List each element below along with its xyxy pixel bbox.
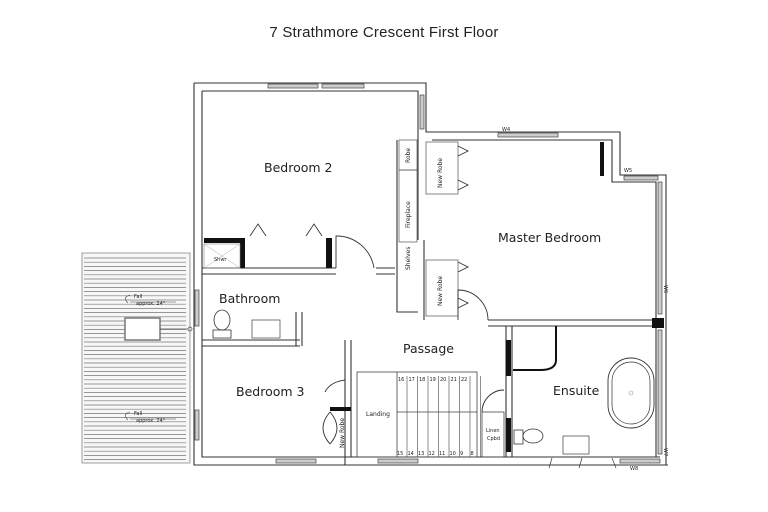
stair-number: 14	[408, 451, 414, 457]
shower-label: Shwr	[214, 257, 227, 263]
window-label: W4	[502, 127, 510, 133]
stair-number: 21	[451, 377, 457, 383]
door-swing	[481, 389, 505, 413]
robe-doors	[457, 145, 470, 309]
shower-screen	[513, 326, 557, 371]
robe-label: Robe	[405, 148, 412, 163]
new-robe-box	[425, 141, 459, 195]
room-label-bedroom-2: Bedroom 2	[264, 160, 332, 175]
stair-number: 12	[429, 451, 435, 457]
room-label-master-bedroom: Master Bedroom	[498, 230, 601, 245]
wall-solid	[330, 407, 351, 411]
shelves-label: Shelves	[405, 247, 412, 270]
stair-number: 8	[471, 451, 474, 457]
wall-solid	[240, 238, 245, 268]
landing-label: Landing	[366, 411, 390, 418]
robe-doors	[322, 411, 338, 445]
stair-number: 18	[419, 377, 425, 383]
wall-solid	[506, 418, 511, 452]
door-swing	[324, 379, 346, 393]
room-label-passage: Passage	[403, 341, 454, 356]
wall-solid	[204, 238, 244, 243]
fall-angle: approx. 24°	[136, 301, 166, 307]
new-robe-label: New Robe	[339, 418, 346, 448]
linen-cupboard	[481, 411, 505, 458]
fall-label: Fall	[134, 294, 142, 300]
toilet-icon	[522, 428, 544, 444]
fireplace-box	[398, 169, 418, 243]
fall-arrow-icon	[125, 411, 131, 421]
windows: W4 W5 W6 W7 W8	[194, 83, 668, 472]
stair-number: 10	[450, 451, 456, 457]
stair-number: 17	[409, 377, 415, 383]
fall-angle: approx. 24°	[136, 418, 166, 424]
window-label: W7	[662, 448, 668, 456]
wall-solid	[600, 142, 604, 176]
room-label-bedroom-3: Bedroom 3	[236, 384, 304, 399]
robe-doors	[249, 223, 323, 237]
wall-solid	[326, 238, 332, 268]
linen-label: Linen	[486, 428, 500, 434]
walls	[193, 82, 668, 466]
room-labels: Bedroom 2 Master Bedroom Bathroom Passag…	[219, 160, 601, 399]
new-robe-label: New Robe	[437, 276, 444, 306]
door-swing	[457, 289, 489, 321]
window-label: W8	[630, 466, 638, 472]
basin-icon	[562, 435, 590, 455]
window-label: W5	[624, 168, 632, 174]
door-swing	[335, 235, 375, 269]
stair-number: 20	[440, 377, 446, 383]
linen-label: Cpbd	[487, 436, 500, 442]
floor-plan-title: 7 Strathmore Crescent First Floor	[269, 24, 499, 41]
wall-solid	[652, 318, 664, 328]
staircase: 16 17 18 19 20 21 22 15 14 13 12 11 10 9 8 Landing Lin…	[356, 371, 505, 458]
stair-number: 13	[418, 451, 424, 457]
fall-label: Fall	[134, 411, 142, 417]
fireplace-label: Fireplace	[405, 201, 412, 228]
new-robe-label: New Robe	[437, 158, 444, 188]
window-label: W6	[662, 285, 668, 293]
basin-icon	[251, 319, 281, 339]
stair-number: 22	[461, 377, 467, 383]
room-label-bathroom: Bathroom	[219, 291, 280, 306]
shower	[203, 243, 241, 269]
deck: Fall approx. 24° Fall approx. 24°	[81, 252, 193, 464]
fall-arrow-icon	[125, 294, 131, 304]
stair-number: 11	[439, 451, 445, 457]
stair-number: 15	[397, 451, 403, 457]
toilet-icon	[213, 309, 231, 331]
wall-solid	[506, 340, 511, 376]
bath-icon	[607, 357, 655, 429]
new-robe-box	[425, 259, 459, 317]
stair-number: 9	[460, 451, 463, 457]
stair-number: 19	[430, 377, 436, 383]
skylight	[124, 317, 161, 341]
room-label-ensuite: Ensuite	[553, 383, 600, 398]
stair-number: 16	[398, 377, 404, 383]
